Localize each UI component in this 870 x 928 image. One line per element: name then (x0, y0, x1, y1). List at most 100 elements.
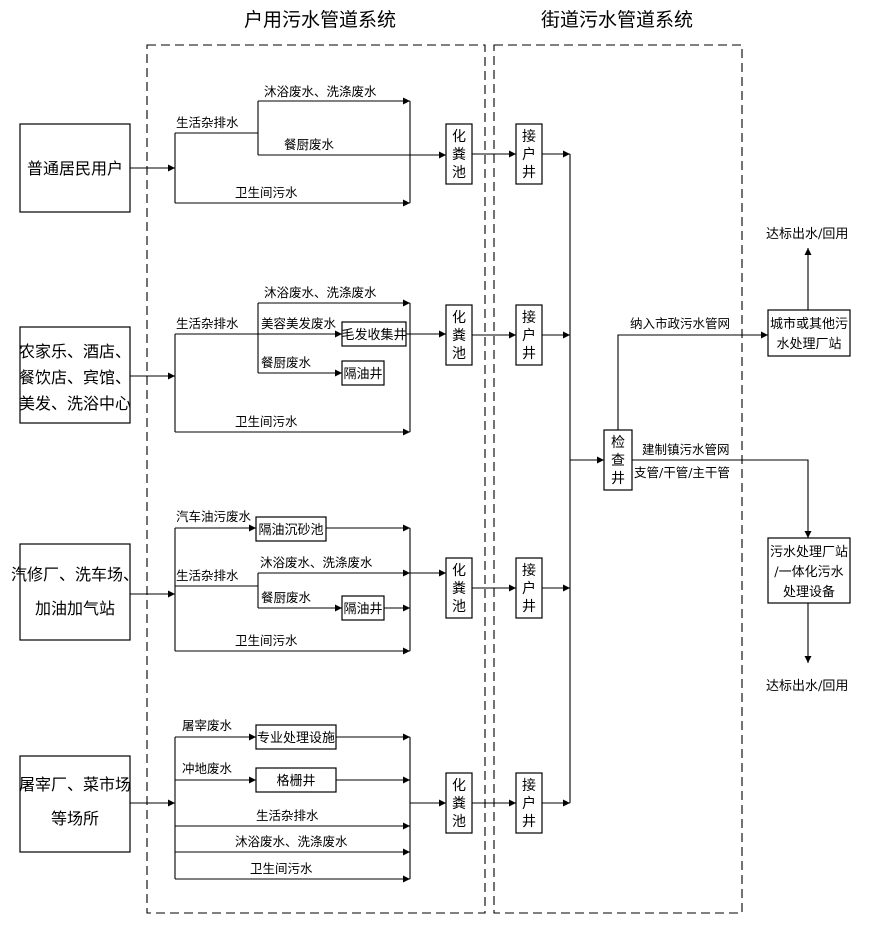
pipe-types-label: 支管/干管/主干管 (634, 465, 730, 480)
oil-sand-tank-label: 隔油沉砂池 (258, 523, 323, 538)
svg-text:户: 户 (522, 146, 536, 163)
source-label: 农家乐、酒店、 (19, 342, 131, 361)
effluent-bottom-label: 达标出水/回用 (766, 679, 848, 694)
svg-text:粪: 粪 (452, 796, 466, 812)
flow-label-toilet: 卫生间污水 (235, 414, 298, 429)
svg-text:化: 化 (452, 310, 466, 326)
svg-text:检: 检 (611, 435, 625, 451)
septic-tank-4: 化 粪 池 (445, 772, 473, 834)
flow-label-kitchen: 餐厨废水 (261, 590, 312, 605)
svg-text:化: 化 (452, 563, 466, 579)
svg-text:粪: 粪 (452, 147, 466, 163)
svg-text:井: 井 (522, 814, 536, 830)
inspection-well: 检 查 井 (603, 429, 633, 491)
junction-well-4: 接 户 井 (515, 772, 543, 834)
city-treatment-plant-box: 城市或其他污 水处理厂站 (767, 309, 851, 357)
flow-label-toilet: 卫生间污水 (235, 633, 298, 648)
source-box-auto-service: 汽修厂、洗车场、 加油加气站 (11, 543, 139, 641)
grease-trap-label: 隔油井 (343, 367, 382, 382)
flow-label-toilet: 卫生间污水 (235, 185, 298, 200)
grille-well-box (255, 767, 337, 793)
svg-text:池: 池 (452, 814, 466, 830)
street-system-header: 街道污水管道系统 (541, 9, 693, 31)
right-side-routing: 纳入市政污水管网 建制镇污水管网 支管/干管/主干管 达标出水/回用 达标出水/… (617, 227, 848, 694)
source-label: 普通居民用户 (27, 159, 123, 178)
source-label: 餐饮店、宾馆、 (19, 368, 131, 387)
flow-label-bath: 沐浴废水、洗涤废水 (235, 834, 348, 849)
flow-label-domestic: 生活杂排水 (256, 808, 319, 823)
household-system-header: 户用污水管道系统 (244, 9, 396, 31)
svg-text:井: 井 (522, 165, 536, 181)
source-box-residential: 普通居民用户 (19, 123, 131, 213)
effluent-top-label: 达标出水/回用 (766, 227, 848, 242)
hair-trap-box (341, 321, 407, 347)
svg-text:池: 池 (452, 165, 466, 181)
household-system-boundary (146, 44, 486, 914)
flow-label-domestic: 生活杂排水 (176, 115, 239, 130)
group-residential-flows: 生活杂排水 沐浴废水、洗涤废水 餐厨废水 卫生间污水 (130, 84, 446, 207)
group-hospitality-flows: 毛发收集井 隔油井 生活杂排水 沐浴废水、洗涤废水 美容美发废水 餐厨废水 卫生… (130, 285, 446, 436)
street-system-boundary (493, 44, 743, 914)
svg-text:查: 查 (611, 453, 625, 469)
flow-label-kitchen: 餐厨废水 (284, 137, 335, 152)
svg-text:化: 化 (452, 778, 466, 794)
special-facility-box (255, 724, 337, 750)
svg-text:接: 接 (522, 562, 536, 579)
flow-label-domestic: 生活杂排水 (176, 568, 239, 583)
svg-text:接: 接 (522, 309, 536, 326)
municipal-network-label: 纳入市政污水管网 (630, 316, 730, 331)
septic-tank-1: 化 粪 池 (445, 123, 473, 185)
svg-text:户: 户 (522, 327, 536, 344)
svg-text:化: 化 (452, 129, 466, 145)
local-plant-label: 处理设备 (783, 584, 835, 600)
grease-trap-label: 隔油井 (343, 602, 382, 617)
local-treatment-plant-box: 污水处理厂站 /一体化污水 处理设备 (767, 537, 851, 604)
flow-label-beauty: 美容美发废水 (261, 316, 337, 331)
collector-pipes (542, 150, 604, 807)
source-label: 加油加气站 (35, 599, 115, 618)
flow-label-bath: 沐浴废水、洗涤废水 (260, 555, 373, 570)
group-slaughter-market-flows: 专业处理设施 格栅井 屠宰废水 冲地废水 生活杂排水 沐浴废水、洗涤废水 卫生间… (130, 718, 446, 883)
septic-tank-3: 化 粪 池 (445, 557, 473, 619)
city-plant-label: 城市或其他污 (770, 316, 848, 332)
flow-label-bath: 沐浴废水、洗涤废水 (264, 84, 377, 99)
flow-label-toilet: 卫生间污水 (250, 861, 313, 876)
flow-label-slaughter: 屠宰废水 (182, 718, 233, 733)
svg-text:井: 井 (611, 471, 625, 487)
source-label: 汽修厂、洗车场、 (11, 565, 139, 584)
svg-text:井: 井 (522, 599, 536, 615)
svg-text:井: 井 (522, 346, 536, 362)
junction-well-1: 接 户 井 (515, 123, 543, 185)
flow-label-oily: 汽车油污废水 (176, 509, 252, 524)
city-plant-label: 水处理厂站 (776, 337, 841, 352)
svg-text:接: 接 (522, 777, 536, 794)
svg-text:池: 池 (452, 346, 466, 362)
grease-trap-box (341, 595, 385, 621)
oil-sand-tank-box (255, 516, 327, 542)
svg-text:接: 接 (522, 128, 536, 145)
source-label: 美发、洗浴中心 (19, 394, 131, 413)
town-network-label: 建制镇污水管网 (642, 442, 730, 457)
grease-trap-box (341, 360, 385, 386)
septic-tank-2: 化 粪 池 (445, 304, 473, 366)
flow-label-kitchen: 餐厨废水 (261, 355, 312, 370)
source-box-slaughter-market: 屠宰厂、菜市场 等场所 (19, 755, 131, 853)
svg-text:池: 池 (452, 599, 466, 615)
source-box-hospitality: 农家乐、酒店、 餐饮店、宾馆、 美发、洗浴中心 (19, 326, 131, 424)
local-plant-label: /一体化污水 (774, 565, 843, 580)
svg-text:粪: 粪 (452, 581, 466, 597)
flow-label-domestic: 生活杂排水 (176, 316, 239, 331)
svg-text:户: 户 (522, 795, 536, 812)
svg-text:粪: 粪 (452, 328, 466, 344)
junction-well-3: 接 户 井 (515, 557, 543, 619)
source-label: 屠宰厂、菜市场 (19, 775, 131, 794)
flow-label-floor: 冲地废水 (182, 761, 233, 776)
group-auto-service-flows: 隔油沉砂池 隔油井 汽车油污废水 生活杂排水 沐浴废水、洗涤废水 餐厨废水 卫生… (130, 509, 446, 655)
local-plant-label: 污水处理厂站 (770, 545, 848, 560)
hair-trap-label: 毛发收集井 (341, 327, 406, 343)
junction-well-2: 接 户 井 (515, 304, 543, 366)
grille-well-label: 格栅井 (276, 773, 315, 789)
flow-label-bath: 沐浴废水、洗涤废水 (264, 285, 377, 300)
special-facility-label: 专业处理设施 (257, 731, 335, 746)
